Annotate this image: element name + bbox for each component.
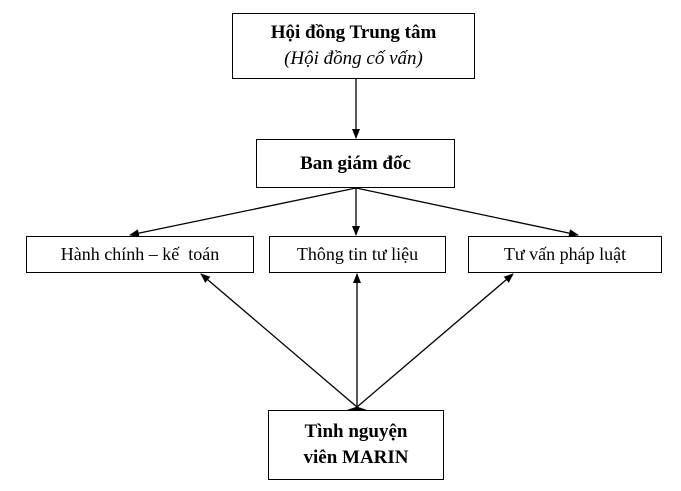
- volunteer-line1: Tình nguyện: [304, 421, 408, 443]
- arrow-board-to-legal: [355, 187, 579, 238]
- admin-accounting-box: Hành chính – kế toán: [26, 236, 254, 273]
- council-title: Hội đồng Trung tâm: [270, 22, 437, 44]
- legal-advice-box: Tư vấn pháp luật: [468, 236, 662, 273]
- board-box: Ban giám đốc: [256, 139, 455, 188]
- council-subtitle: (Hội đồng cố vấn): [284, 48, 423, 69]
- legal-label: Tư vấn pháp luật: [503, 244, 627, 265]
- admin-label: Hành chính – kế toán: [60, 244, 220, 265]
- arrow-board-to-admin: [129, 187, 357, 238]
- info-label: Thông tin tư liệu: [296, 244, 419, 265]
- volunteer-box: Tình nguyện viên MARIN: [268, 410, 444, 480]
- board-label: Ban giám đốc: [300, 152, 411, 174]
- arrow-volunteer-legal: [347, 273, 514, 416]
- information-box: Thông tin tư liệu: [269, 236, 446, 273]
- arrow-volunteer-admin: [200, 273, 367, 416]
- volunteer-line2: viên MARIN: [303, 447, 409, 468]
- council-box: Hội đồng Trung tâm (Hội đồng cố vấn): [232, 13, 475, 79]
